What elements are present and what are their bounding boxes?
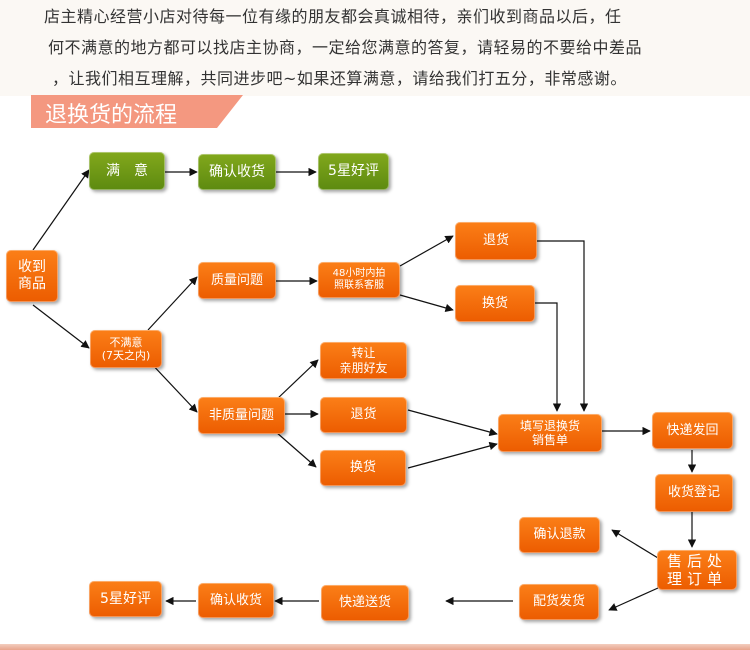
node-fill-return-form-line1: 填写退换货	[519, 418, 580, 433]
node-exchange-top: 换货	[455, 285, 535, 322]
arrow-contact-to-return	[399, 235, 454, 267]
node-transfer-line2: 亲朋好友	[339, 360, 388, 375]
intro-line-1: 店主精心经营小店对待每一位有缘的朋友都会真诚相待，亲们收到商品以后，任	[44, 7, 622, 26]
arrow-received-to-unsatisfied	[32, 304, 90, 349]
node-return-mid: 退货	[320, 397, 407, 433]
node-five-star-top: 5星好评	[318, 153, 389, 190]
node-unsatisfied-line1: 不满意	[109, 335, 143, 349]
node-confirm-refund-label: 确认退款	[533, 527, 586, 543]
node-satisfied-label: 满 意	[106, 162, 148, 179]
arrow-top-exchange-to-form	[535, 302, 562, 412]
node-contact-48h-line2: 照联系客服	[334, 280, 384, 291]
node-fill-return-form-line2: 销售单	[531, 433, 568, 447]
node-received-line1: 收到	[18, 259, 46, 276]
node-after-sales: 售后处 理订单	[657, 550, 737, 590]
node-allocate-ship-label: 配货发货	[532, 594, 585, 610]
node-express-return: 快递发回	[652, 412, 733, 449]
node-quality-issue-label: 质量问题	[210, 272, 263, 288]
node-received-line2: 商品	[18, 276, 46, 292]
node-non-quality-issue: 非质量问题	[198, 397, 285, 434]
arrow-unsatisfied-to-quality	[147, 276, 198, 331]
node-express-deliver: 快递送货	[321, 585, 409, 621]
node-after-sales-line2: 理订单	[666, 570, 727, 588]
arrow-nonquality-to-transfer	[275, 359, 319, 401]
node-receipt-register-label: 收货登记	[667, 485, 720, 501]
node-transfer-line1: 转让	[351, 346, 376, 361]
process-title-banner: 退换货的流程	[31, 95, 243, 128]
node-fill-return-form: 填写退换货 销售单	[498, 414, 602, 452]
arrow-contact-to-exchange	[399, 294, 454, 312]
node-exchange-mid-label: 换货	[349, 460, 376, 476]
node-contact-48h-line1: 48小时内拍	[332, 268, 386, 279]
node-confirm-receipt-bottom-label: 确认收货	[209, 592, 262, 608]
node-quality-issue: 质量问题	[198, 262, 276, 299]
node-five-star-bottom: 5星好评	[89, 581, 162, 617]
arrow-nonquality-to-exchange	[275, 431, 317, 468]
node-receipt-register: 收货登记	[655, 474, 733, 512]
node-unsatisfied-line2: (7天之内)	[101, 349, 151, 362]
arrow-received-to-satisfied	[32, 169, 90, 251]
node-confirm-receipt-top-label: 确认收货	[209, 163, 265, 180]
node-unsatisfied: 不满意 (7天之内)	[90, 330, 162, 368]
node-confirm-receipt-bottom: 确认收货	[198, 583, 274, 618]
node-confirm-refund: 确认退款	[519, 517, 600, 553]
node-return-top: 退货	[455, 222, 537, 260]
node-after-sales-line1: 售后处	[666, 552, 727, 570]
node-allocate-ship: 配货发货	[519, 584, 599, 620]
node-exchange-mid: 换货	[320, 450, 406, 486]
node-satisfied: 满 意	[89, 152, 165, 190]
node-express-return-label: 快递发回	[666, 422, 719, 438]
node-exchange-top-label: 换货	[481, 295, 508, 311]
node-received: 收到 商品	[6, 250, 58, 302]
node-return-top-label: 退货	[482, 233, 509, 249]
node-five-star-top-label: 5星好评	[328, 163, 379, 180]
node-transfer: 转让 亲朋好友	[320, 342, 407, 379]
arrow-aftersales-to-refund	[611, 529, 659, 559]
node-five-star-bottom-label: 5星好评	[100, 590, 151, 607]
bottom-divider	[0, 644, 750, 650]
node-return-mid-label: 退货	[350, 407, 377, 423]
node-contact-48h: 48小时内拍 照联系客服	[318, 262, 400, 298]
arrow-aftersales-to-allocate	[608, 587, 659, 611]
node-express-deliver-label: 快递送货	[338, 595, 391, 611]
arrow-return-to-form	[407, 409, 498, 437]
process-title: 退换货的流程	[45, 103, 178, 128]
intro-line-3: ，让我们相互理解，共同进步吧~如果还算满意，请给我们打五分，非常感谢。	[52, 69, 627, 88]
node-confirm-receipt-top: 确认收货	[198, 154, 276, 190]
arrow-top-return-to-form	[537, 240, 589, 412]
intro-line-2: 何不满意的地方都可以找店主协商，一定给您满意的答复，请轻易的不要给中差品	[48, 38, 643, 57]
arrow-exchange-to-form	[407, 441, 498, 469]
intro-text-block: 店主精心经营小店对待每一位有缘的朋友都会真诚相待，亲们收到商品以后，任 何不满意…	[0, 0, 750, 96]
node-non-quality-issue-label: 非质量问题	[208, 407, 274, 423]
arrow-unsatisfied-to-nonquality	[147, 359, 198, 413]
